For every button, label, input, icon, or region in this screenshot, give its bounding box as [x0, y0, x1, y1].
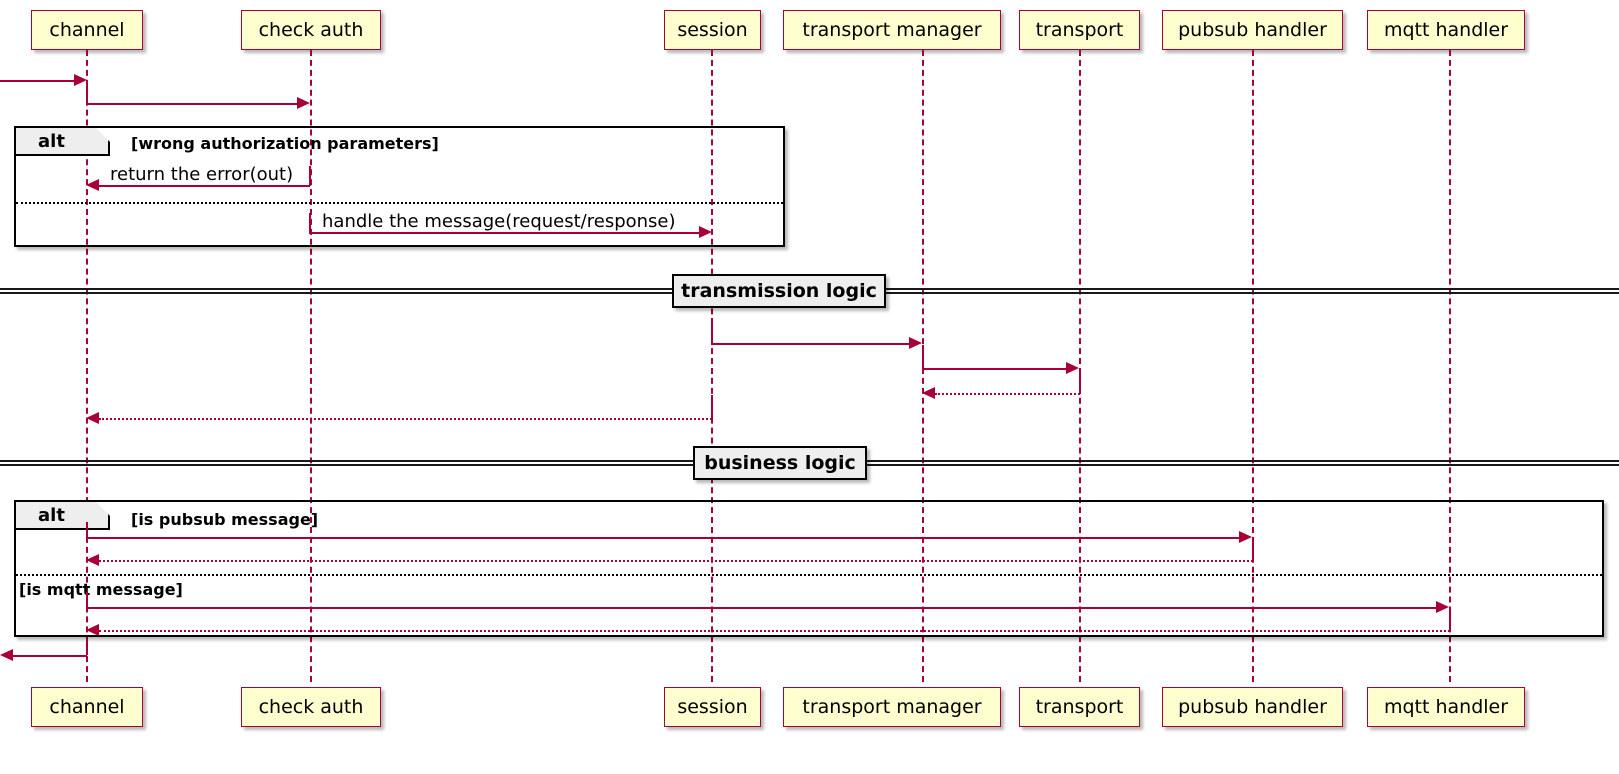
participant-session-top[interactable]: session [664, 10, 761, 50]
lifeline-pubsub-handler [1252, 50, 1254, 682]
message-transport-to-tm-stem [1079, 370, 1081, 394]
participant-channel-top[interactable]: channel [31, 10, 143, 50]
message-pubsub-to-channel-line [99, 560, 1253, 562]
participant-label: transport [1035, 18, 1124, 41]
message-tm-to-channel-line [99, 418, 712, 420]
participant-session-bottom[interactable]: session [664, 687, 761, 727]
participant-check-auth-bottom[interactable]: check auth [241, 687, 381, 727]
participant-label: session [677, 695, 748, 718]
message-session-to-tm-arrow [909, 337, 922, 349]
separator-transmission-logic-box: transmission logic [672, 274, 886, 308]
message-tm-to-transport-stem [922, 345, 924, 369]
alt-group-authorization-frame [14, 126, 785, 247]
separator-transmission-rail-left [0, 288, 676, 294]
participant-label: check auth [258, 695, 364, 718]
participant-transport-top[interactable]: transport [1019, 10, 1140, 50]
separator-label: business logic [704, 452, 856, 474]
participant-pubsub-handler-bottom[interactable]: pubsub handler [1162, 687, 1343, 727]
participant-transport-manager-bottom[interactable]: transport manager [783, 687, 1001, 727]
message-channel-to-pubsub-arrow [1239, 531, 1252, 543]
separator-business-rail-right [863, 460, 1619, 466]
message-return-error-label: return the error(out) [110, 164, 294, 185]
message-mqtt-to-channel-stem [1449, 609, 1451, 631]
message-channel-to-outbound-line [13, 655, 87, 657]
message-session-to-tm-stem [711, 318, 713, 344]
participant-label: mqtt handler [1383, 18, 1509, 41]
participant-transport-manager-top[interactable]: transport manager [783, 10, 1001, 50]
lifeline-session [711, 50, 713, 682]
participant-channel-bottom[interactable]: channel [31, 687, 143, 727]
separator-business-logic-box: business logic [693, 446, 867, 480]
message-tm-to-channel-stem [711, 395, 713, 419]
message-channel-to-mqtt-stem [86, 592, 88, 608]
message-return-error-line [99, 185, 310, 187]
alt-group-authorization-else-divider [16, 202, 783, 204]
message-pubsub-to-channel-arrow [86, 554, 99, 566]
message-channel-to-mqtt-arrow [1436, 601, 1449, 613]
participant-label: transport [1035, 695, 1124, 718]
message-channel-to-checkauth-arrow [297, 97, 310, 109]
lifeline-channel [86, 50, 88, 682]
message-channel-to-checkauth-stem [86, 85, 88, 104]
participant-label: channel [49, 18, 125, 41]
message-pubsub-to-channel-stem [1252, 539, 1254, 561]
alt-group-business-else-condition: [is mqtt message] [19, 580, 183, 599]
participant-pubsub-handler-top[interactable]: pubsub handler [1162, 10, 1343, 50]
message-session-to-tm-line [711, 343, 909, 345]
message-mqtt-to-channel-line [99, 630, 1450, 632]
message-channel-to-outbound-arrow [0, 649, 13, 661]
message-mqtt-to-channel-arrow [86, 624, 99, 636]
alt-group-business-tab: alt [16, 502, 110, 530]
separator-label: transmission logic [681, 280, 877, 302]
participant-transport-bottom[interactable]: transport [1019, 687, 1140, 727]
message-transport-to-tm-arrow [922, 387, 935, 399]
message-inbound-to-channel-arrow [74, 74, 87, 86]
separator-transmission-rail-right [882, 288, 1619, 294]
message-return-error-stem [309, 166, 311, 186]
alt-group-business-condition: [is pubsub message] [131, 510, 319, 529]
alt-group-business-frame [14, 500, 1604, 637]
participant-label: transport manager [802, 695, 982, 718]
message-channel-to-outbound-stem [86, 639, 88, 655]
alt-keyword-label: alt [38, 504, 65, 526]
participant-mqtt-handler-bottom[interactable]: mqtt handler [1367, 687, 1525, 727]
participant-check-auth-top[interactable]: check auth [241, 10, 381, 50]
message-channel-to-pubsub-stem [86, 522, 88, 538]
participant-label: session [677, 18, 748, 41]
message-handle-message-line [309, 232, 699, 234]
message-handle-message-stem [309, 213, 311, 233]
message-tm-to-channel-arrow [86, 412, 99, 424]
alt-group-business-else-divider [16, 574, 1602, 576]
message-return-error-arrow [86, 179, 99, 191]
message-handle-message-arrow [699, 226, 712, 238]
lifeline-check-auth [310, 50, 312, 682]
lifeline-transport [1079, 50, 1081, 682]
alt-group-authorization-condition: [wrong authorization parameters] [131, 134, 439, 153]
participant-label: mqtt handler [1383, 695, 1509, 718]
lifeline-mqtt-handler [1449, 50, 1451, 682]
participant-label: pubsub handler [1178, 18, 1327, 41]
participant-label: transport manager [802, 18, 982, 41]
message-handle-message-label: handle the message(request/response) [322, 211, 676, 232]
alt-keyword-label: alt [38, 130, 65, 152]
message-tm-to-transport-line [922, 368, 1066, 370]
alt-group-authorization-tab: alt [16, 128, 110, 156]
message-channel-to-pubsub-line [86, 537, 1239, 539]
message-channel-to-checkauth-line [86, 103, 297, 105]
message-inbound-to-channel-line [0, 80, 74, 82]
message-channel-to-mqtt-line [86, 607, 1436, 609]
participant-mqtt-handler-top[interactable]: mqtt handler [1367, 10, 1525, 50]
separator-business-rail-left [0, 460, 697, 466]
message-tm-to-transport-arrow [1066, 362, 1079, 374]
message-transport-to-tm-line [935, 393, 1080, 395]
participant-label: check auth [258, 18, 364, 41]
participant-label: channel [49, 695, 125, 718]
participant-label: pubsub handler [1178, 695, 1327, 718]
